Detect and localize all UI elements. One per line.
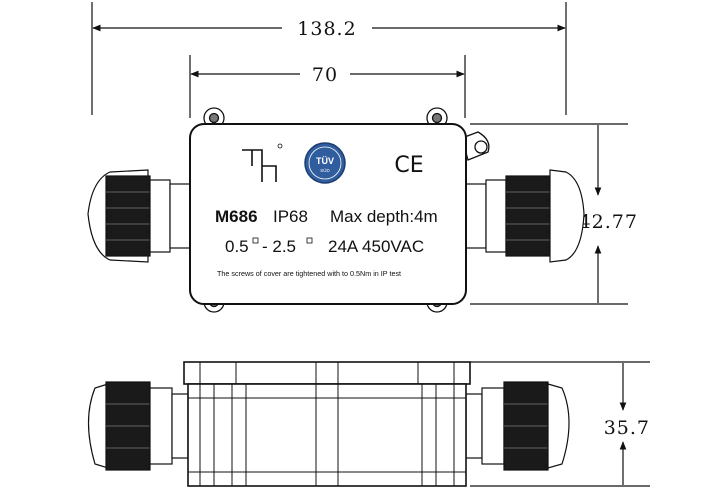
- ip-rating-label: IP68: [273, 207, 308, 226]
- model-label: M686: [215, 207, 258, 226]
- overall-width-label: 138.2: [297, 18, 356, 40]
- side-base: [187, 383, 467, 487]
- ce-mark: CE: [394, 153, 423, 178]
- dimension-side-height: [470, 361, 650, 487]
- dimension-overall-width: [91, 2, 567, 115]
- wire-range-low: 0.5: [225, 237, 249, 256]
- tuv-text: TÜV: [316, 156, 334, 166]
- max-depth-label: Max depth:4m: [330, 207, 438, 226]
- wire-range-high: - 2.5: [262, 237, 296, 256]
- brand-logo: [242, 143, 283, 182]
- current-voltage-rating: 24A 450VAC: [328, 237, 424, 256]
- side-lid: [183, 361, 471, 385]
- top-view: TÜV SÜD CE M686 IP68 Max depth:4m 0.5 - …: [87, 107, 585, 313]
- torque-note: The screws of cover are tightened with t…: [217, 269, 401, 278]
- square-superscript-1: [252, 237, 259, 244]
- right-cable-gland: [465, 169, 585, 263]
- tuv-sud-mark: TÜV SÜD: [304, 142, 346, 184]
- body-width-label: 70: [312, 64, 338, 86]
- side-height-label: 35.7: [604, 417, 650, 439]
- box-body-top: [189, 123, 467, 305]
- square-superscript-2: [306, 237, 313, 244]
- body-height-label: 42.77: [579, 211, 638, 233]
- dimension-body-height: [470, 123, 628, 305]
- sud-text: SÜD: [320, 167, 330, 173]
- left-cable-gland: [87, 169, 191, 263]
- side-left-gland-cap: [87, 383, 109, 469]
- dimension-body-width: [189, 55, 466, 118]
- side-right-gland-cap: [547, 383, 570, 469]
- side-view: [87, 361, 570, 487]
